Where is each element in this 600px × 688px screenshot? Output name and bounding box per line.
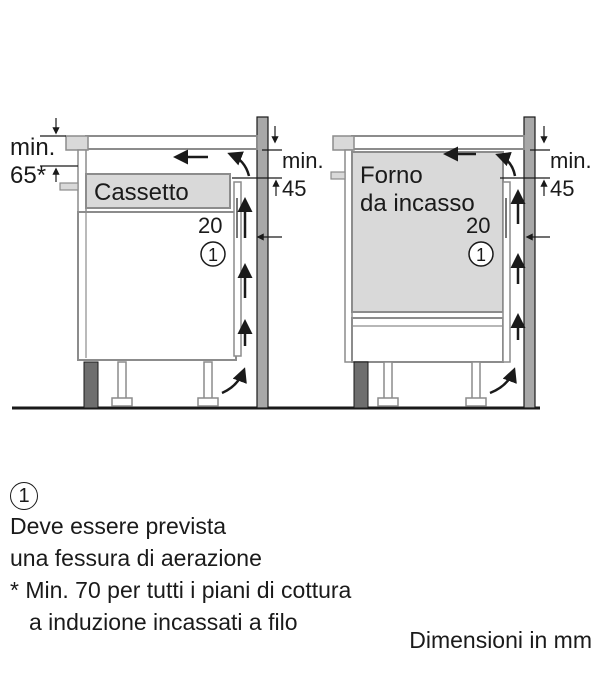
back-panel-right — [502, 181, 511, 363]
cabinet-side-right — [344, 149, 353, 363]
plinth-right — [353, 361, 369, 409]
plinth-left — [83, 361, 99, 409]
legend-notes: 1 Deve essere prevista una fessura di ae… — [10, 478, 595, 638]
installation-diagram: Cassetto min. 65* min. 45 20 1 — [10, 116, 592, 410]
drawer-handle — [59, 182, 79, 191]
rear-wall-left — [256, 116, 269, 409]
min-label-left: min. — [10, 134, 55, 161]
cabinet-side-left — [77, 149, 87, 213]
legs-left — [111, 361, 219, 407]
cabinet-body-left — [77, 211, 237, 361]
hob-right — [351, 135, 525, 150]
min-label-right: min. — [550, 148, 592, 173]
callout-number-right: 1 — [476, 245, 486, 265]
airflow-arrows-right — [443, 146, 526, 395]
footnote-line2: a induzione incassati a filo — [29, 609, 298, 635]
callout-circle-left — [200, 241, 226, 267]
legend-line1: Deve essere prevista — [10, 513, 227, 539]
callout-circle-right — [468, 241, 494, 267]
drawer-label: Cassetto — [94, 179, 189, 206]
drawer-box — [85, 173, 231, 209]
lower-drawer-right — [351, 317, 504, 363]
rear-wall-right — [523, 116, 536, 409]
dim45-label-left: 45 — [282, 176, 306, 201]
legend-callout: 1 — [10, 482, 38, 510]
hob-left — [85, 135, 258, 150]
oven-installation: Forno da incasso min. 45 20 1 — [330, 116, 592, 409]
drawer-installation: Cassetto min. 65* min. 45 20 1 — [10, 116, 324, 409]
worktop-front-right — [332, 135, 355, 151]
units-note: Dimensioni in mm — [409, 627, 592, 653]
legend-line2: una fessura di aerazione — [10, 545, 262, 571]
min-label-left-right: min. — [282, 148, 324, 173]
callout-number-left: 1 — [208, 245, 218, 265]
legs-right — [377, 361, 487, 407]
airflow-arrows-left — [173, 149, 253, 395]
oven-label-line2: da incasso — [360, 190, 475, 217]
footnote-line1: * Min. 70 per tutti i piani di cottura — [10, 577, 352, 603]
dimension-lines-left — [40, 118, 282, 241]
oven-handle — [330, 171, 346, 180]
dim45-label-right: 45 — [550, 176, 574, 201]
oven-label-line1: Forno — [360, 162, 423, 189]
dim20-label-left: 20 — [198, 213, 222, 238]
dimension-lines-right — [500, 126, 550, 241]
oven-box — [351, 151, 504, 313]
worktop-front-left — [65, 135, 89, 151]
dim20-label-right: 20 — [466, 213, 490, 238]
min65-label: 65* — [10, 162, 46, 189]
